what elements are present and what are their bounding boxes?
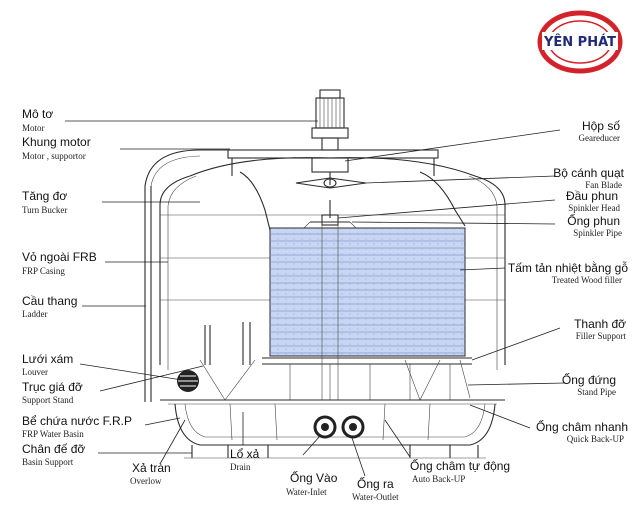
wood-filler	[269, 227, 466, 357]
label-support-stand-vi: Trục giá đỡ	[22, 380, 83, 394]
label-stand-pipe-vi: Ống đứng	[562, 372, 616, 387]
label-ladder-vi: Cầu thang	[22, 294, 77, 308]
label-fan-blade-vi: Bộ cánh quạt	[553, 166, 624, 180]
label-filler-support-vi: Thanh đỡ	[574, 317, 626, 331]
callout-lines	[65, 120, 566, 477]
label-auto-backup-en: Auto Back-UP	[412, 474, 465, 484]
label-filler-support-en: Filler Support	[576, 331, 627, 341]
stand-pipe	[321, 220, 339, 400]
label-water-basin-en: FRP Water Basin	[22, 429, 84, 439]
label-basin-support-vi: Chân đế đỡ	[22, 442, 85, 456]
label-drain-vi: Lổ xả	[230, 447, 260, 461]
label-frp-casing-en: FRP Casing	[22, 266, 65, 276]
ladder	[144, 149, 230, 402]
label-overflow-vi: Xả tràn	[132, 461, 171, 475]
label-spinkler-pipe-vi: Ống phun	[567, 213, 620, 228]
water-basin	[160, 399, 505, 446]
label-water-basin-vi: Bể chứa nước F.R.P	[22, 414, 132, 428]
bottom-labels: Xả tràn Overlow Lổ xả Drain Ống Vào Wate…	[130, 447, 510, 502]
label-water-outlet-en: Water-Outlet	[352, 492, 399, 502]
label-drain-en: Drain	[230, 462, 251, 472]
sprinkler-pipe	[299, 200, 361, 233]
label-quick-backup-vi: Ống châm nhanh	[536, 419, 628, 434]
label-fan-blade-en: Fan Blade	[585, 180, 622, 190]
label-motor-en: Motor	[22, 123, 45, 133]
label-quick-backup-en: Quick Back-UP	[567, 434, 624, 444]
logo-text: YÊN PHÁT	[543, 34, 616, 50]
label-support-stand-en: Support Stand	[22, 395, 74, 405]
left-labels: Mô tơ Motor Khung motor Motor , supporto…	[22, 107, 132, 467]
label-spinkler-pipe-en: Spinkler Pipe	[573, 228, 622, 238]
label-turn-bucker-en: Turn Bucker	[22, 205, 67, 215]
right-labels: Hộp số Geareducer Bộ cánh quạt Fan Blade…	[508, 119, 628, 444]
inner-wall	[239, 171, 466, 231]
yen-phat-logo: YÊN PHÁT	[537, 10, 623, 74]
cooling-tower	[144, 89, 506, 459]
label-louver-vi: Lưới xám	[22, 352, 73, 366]
water-outlet-flange	[341, 415, 365, 439]
label-wood-filler-en: Treated Wood filler	[552, 275, 622, 285]
filler-support	[262, 357, 472, 400]
label-water-inlet-en: Water-Inlet	[286, 487, 327, 497]
louver	[177, 370, 199, 392]
label-water-inlet-vi: Ống Vào	[290, 470, 338, 485]
label-turn-bucker-vi: Tăng đơ	[22, 189, 67, 203]
gear-reducer	[311, 157, 349, 185]
motor	[311, 89, 349, 151]
label-basin-support-en: Basin Support	[22, 457, 74, 467]
fan-blade	[295, 177, 367, 189]
label-frp-casing-vi: Vỏ ngoài FRB	[22, 250, 97, 264]
label-gearreducer-vi: Hộp số	[582, 119, 620, 133]
label-auto-backup-vi: Ống châm tự động	[410, 458, 510, 473]
label-overflow-en: Overlow	[130, 476, 162, 486]
label-motor-support-vi: Khung motor	[22, 135, 91, 149]
water-inlet-flange	[313, 415, 337, 439]
label-spinkler-head-en: Spinkler Head	[568, 203, 620, 213]
label-ladder-en: Ladder	[22, 309, 47, 319]
label-wood-filler-vi: Tấm tản nhiệt bằng gỗ	[508, 260, 628, 275]
label-louver-en: Louver	[22, 367, 48, 377]
label-gearreducer-en: Geareducer	[579, 133, 620, 143]
label-stand-pipe-en: Stand Pipe	[577, 387, 616, 397]
label-motor-vi: Mô tơ	[22, 107, 53, 121]
filler-grid	[270, 228, 465, 356]
label-motor-support-en: Motor , supportor	[22, 151, 86, 161]
label-water-outlet-vi: Ống ra	[357, 476, 394, 491]
label-spinkler-head-vi: Đầu phun	[566, 189, 618, 203]
basin-support	[184, 445, 486, 459]
